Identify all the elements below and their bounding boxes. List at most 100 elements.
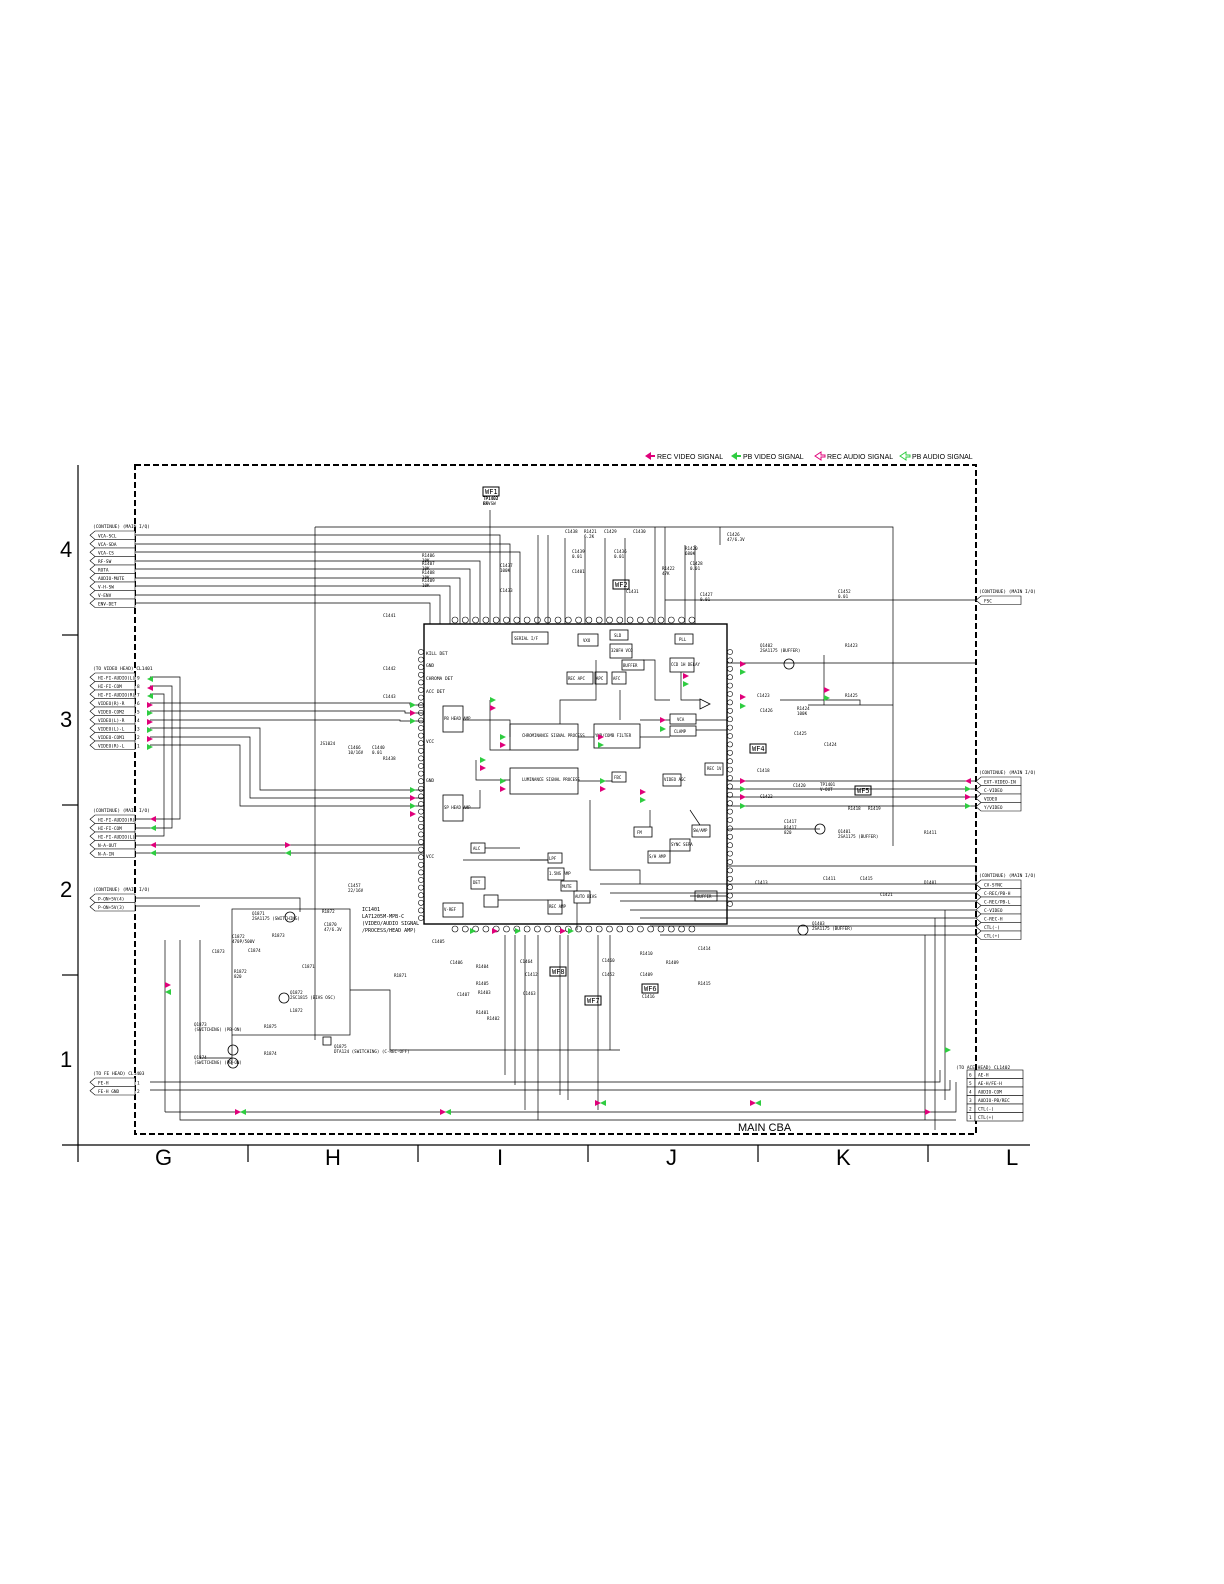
ic-pin: [544, 925, 552, 933]
component-label: C1413: [755, 880, 768, 885]
component-label: C1439: [572, 549, 585, 554]
board-label: MAIN CBA: [738, 1122, 792, 1134]
component-value: 0.01: [614, 554, 625, 559]
signal-arrow-icon: [147, 727, 153, 733]
ic-pin: [585, 616, 593, 624]
ic-pin: [418, 854, 424, 861]
connector-pin-tag: [975, 776, 1022, 786]
ic-pin: [667, 616, 675, 624]
ic-pin: [492, 616, 500, 624]
wf-label: WF8: [552, 968, 565, 976]
grid-col-labels: G H I J K L: [155, 1145, 1018, 1170]
component-value: (SWITCHING) (PB-ON): [194, 1027, 242, 1032]
signal-arrow-icon: [640, 797, 646, 803]
connector-pin-tag: [89, 698, 136, 708]
mute-block: [560, 880, 578, 892]
ic-pin: [418, 801, 424, 807]
connector-pin-tag: [89, 740, 136, 750]
block-label: BUFFER: [697, 894, 712, 899]
ic-pin: [418, 725, 424, 731]
connector-signal: C-VIDEO: [984, 788, 1003, 794]
fm-block: [633, 826, 653, 838]
component-label: R1421: [584, 529, 597, 534]
grid-frame: [62, 465, 1030, 1162]
legend-label: PB VIDEO SIGNAL: [743, 454, 804, 461]
signal-arrow-icon: [410, 787, 416, 793]
component-label: C1425: [794, 731, 807, 736]
grid-row-labels: 4 3 2 1: [60, 537, 72, 1072]
block-label: SYNC SEPA: [671, 842, 693, 847]
ic-pin: [418, 846, 424, 853]
block-label: REC APC: [568, 676, 585, 681]
grid-col-label: H: [325, 1145, 341, 1170]
signal-arrow-icon: [600, 778, 606, 784]
connector-pin-tag: [975, 793, 1022, 803]
sld-block: [609, 629, 629, 641]
connector-pin-number: 2: [137, 735, 140, 741]
ic-pin: [727, 733, 733, 739]
signal-arrow-icon: [500, 734, 506, 740]
ic-pin: [418, 740, 424, 747]
ic-pin: [418, 694, 424, 701]
connector-signal: ROTA: [98, 567, 109, 573]
connector-pin-tag: [89, 706, 136, 716]
signal-arrow-icon: [740, 661, 746, 667]
ic-pin: [418, 687, 424, 693]
ic-pin: [482, 616, 490, 624]
ic-pin: [418, 747, 424, 754]
connector-fsc: (CONTINUE) (MAIN I/O)FSC: [975, 589, 1036, 605]
block-label: FM: [637, 830, 642, 835]
connector-pin-tag: [89, 715, 136, 725]
component-label: R1407: [422, 561, 435, 566]
ic-pin: [564, 616, 572, 624]
component-label: C1436: [614, 549, 627, 554]
ic-pin: [418, 664, 424, 671]
ic-pin: [688, 616, 696, 624]
ic-pin: [727, 724, 733, 731]
ic-pin: [418, 831, 424, 838]
component-label: Q1874: [194, 1055, 207, 1060]
signal-arrow-icon: [598, 734, 604, 740]
serial-if-block: [511, 631, 549, 645]
component-value: 820: [784, 830, 792, 835]
signal-arrow-icon: [740, 694, 746, 700]
connector-pin-tag: [89, 530, 136, 540]
connector-right-mid: (CONTINUE) (MAIN I/O)EXT-VIDEO-INC-VIDEO…: [975, 770, 1036, 812]
component-label: C1426: [760, 708, 773, 713]
ic-pin: [727, 699, 733, 706]
signal-arrow-icon: [490, 705, 496, 711]
connector-signal: CTL(-): [984, 925, 1000, 931]
ic-pin: [606, 616, 613, 624]
ic-pins: [418, 616, 733, 933]
connector-signal: VIDEO: [984, 796, 998, 802]
block-label: SERIAL I/F: [514, 636, 539, 641]
connector-pin-tag: [89, 573, 136, 583]
signal-arrow-icon: [683, 681, 689, 687]
block-label: SP HEAD AMP: [444, 805, 471, 810]
component-label: C1442: [383, 666, 396, 671]
connector-signal: VIDEO(L)-R: [98, 718, 125, 724]
ic-pin: [647, 616, 655, 624]
component-label: C1460: [602, 958, 615, 963]
signal-arrow-icon: [568, 928, 574, 934]
ic-pin: [595, 616, 603, 624]
connector-signal: V-H-SW: [98, 584, 114, 590]
component-label: C1430: [633, 529, 646, 534]
connectors: (CONTINUE) (MAIN I/Q)VCA-SCLVCA-SDAVCA-C…: [89, 524, 1036, 1122]
signal-arrow-icon: [285, 850, 291, 856]
signal-arrow-icon: [945, 1047, 951, 1053]
signal-arrow-icon: [147, 736, 153, 742]
component-label: C1412: [525, 972, 538, 977]
ic-pin: [554, 616, 562, 624]
signal-arrows: [147, 661, 971, 1115]
component-label: C1440: [372, 745, 385, 750]
wf-box: [612, 579, 630, 590]
ic-pin: [626, 925, 634, 933]
signal-arrow-icon: [492, 928, 498, 934]
block-label: DET: [473, 880, 481, 885]
component-label: C1401: [572, 569, 585, 574]
ic-pin: [616, 925, 624, 933]
component-value: 47K: [662, 571, 670, 576]
